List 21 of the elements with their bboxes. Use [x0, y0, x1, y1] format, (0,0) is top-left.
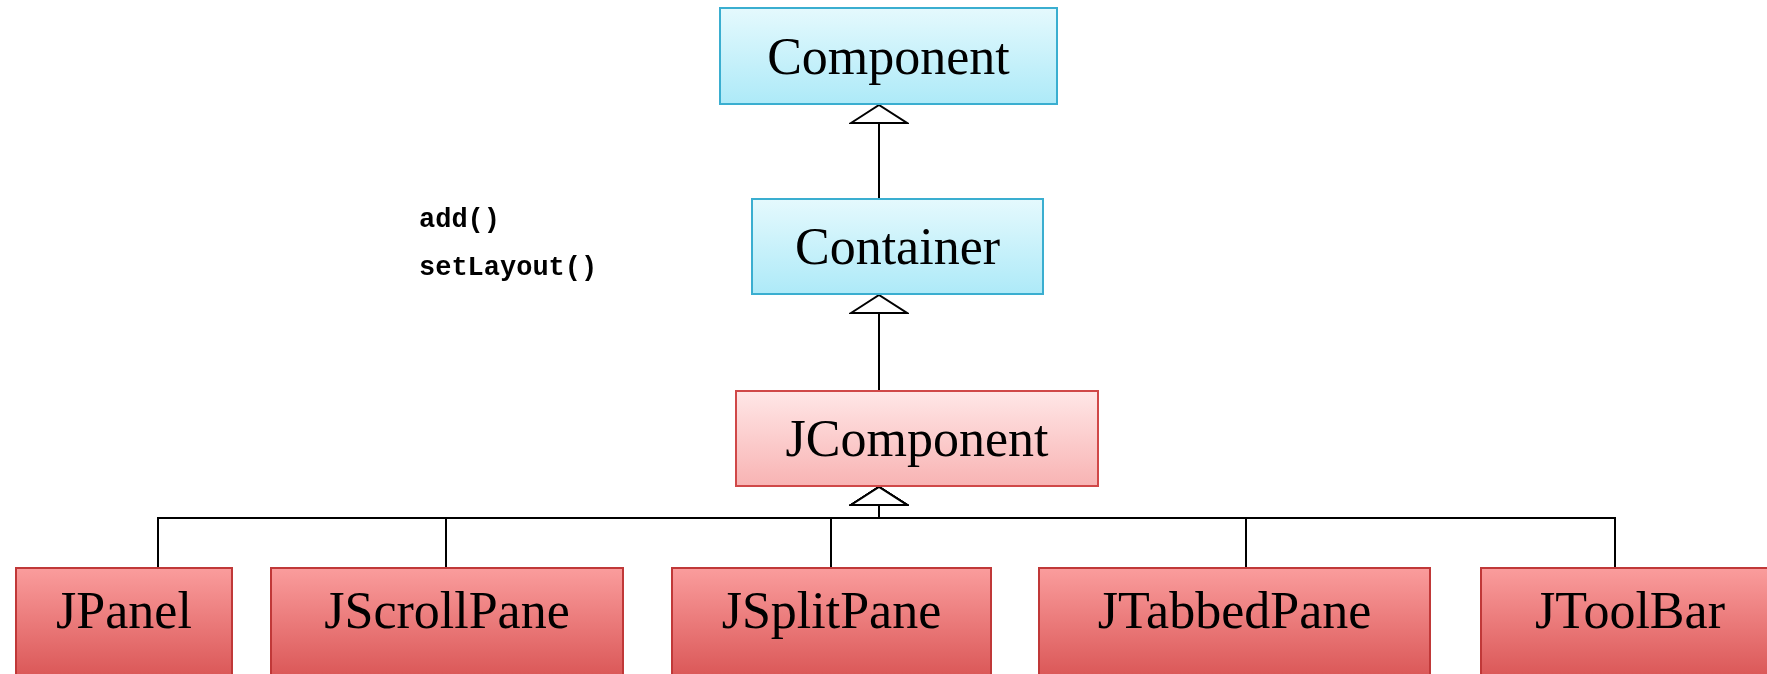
method-name: add()	[419, 205, 500, 235]
class-name: JToolBar	[1535, 581, 1725, 640]
inheritance-arrow	[850, 486, 1616, 568]
class-name: Container	[794, 217, 1001, 276]
class-name: Component	[767, 26, 1010, 86]
class-box	[719, 7, 1058, 105]
inheritance-arrow	[850, 104, 908, 199]
class-name: JPanel	[56, 581, 192, 640]
inheritance-arrow	[850, 294, 908, 391]
class-name: JSplitPane	[721, 581, 942, 640]
class-box	[671, 567, 992, 674]
class-box	[735, 390, 1099, 487]
class-name: JComponent	[785, 409, 1049, 468]
class-name: JTabbedPane	[1097, 581, 1372, 640]
class-box	[1480, 567, 1767, 674]
method-name: setLayout()	[419, 253, 598, 283]
class-box	[1038, 567, 1431, 674]
class-box	[15, 567, 233, 674]
class-box	[751, 198, 1044, 295]
class-name: JScrollPane	[324, 581, 570, 640]
class-box	[270, 567, 624, 674]
